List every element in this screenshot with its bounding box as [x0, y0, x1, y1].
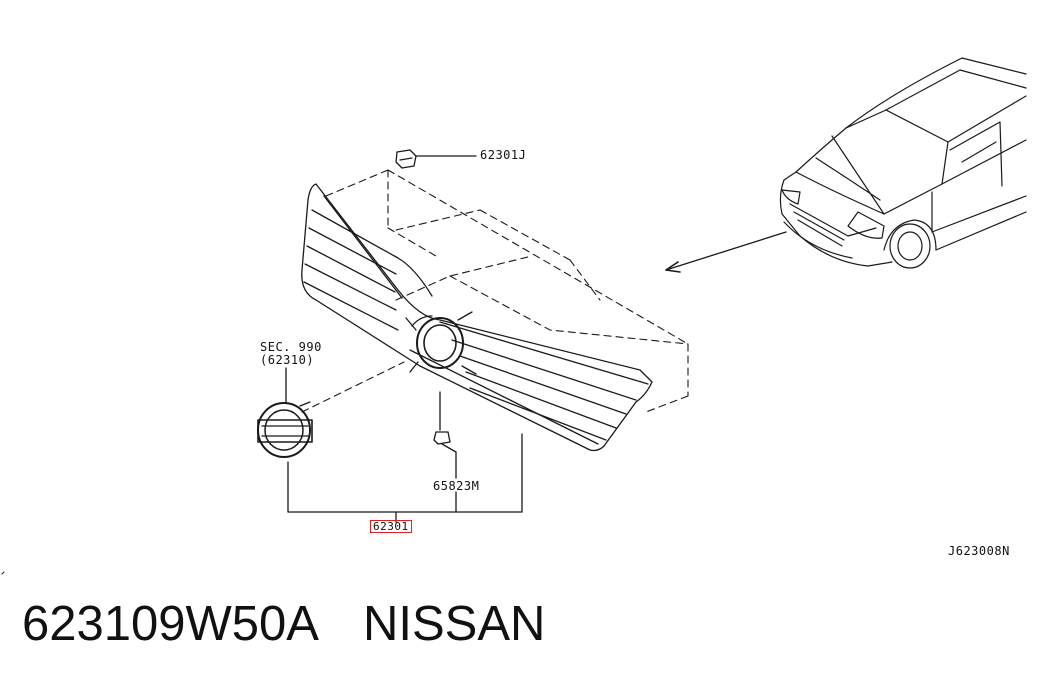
emblem-part	[257, 367, 313, 458]
grille-part-number-highlight: 62301	[370, 520, 412, 533]
location-arrow	[665, 231, 787, 273]
vehicle-sketch	[779, 57, 1027, 269]
screw-part-number: 65823M	[433, 479, 480, 493]
grille-body	[301, 183, 653, 452]
clip-part	[395, 149, 477, 169]
assembly-leader	[287, 433, 523, 523]
section-label: SEC. 990	[260, 340, 322, 354]
part-caption: 623109W50A NISSAN	[22, 596, 545, 652]
part-number: 623109W50A	[22, 597, 319, 651]
section-ref-label: (62310)	[260, 353, 315, 367]
mounting-outline	[301, 169, 689, 413]
screw-part	[433, 391, 457, 479]
clip-part-number: 62301J	[480, 148, 527, 162]
brand-name: NISSAN	[362, 597, 546, 651]
illustration-code: J623008N	[948, 544, 1010, 558]
